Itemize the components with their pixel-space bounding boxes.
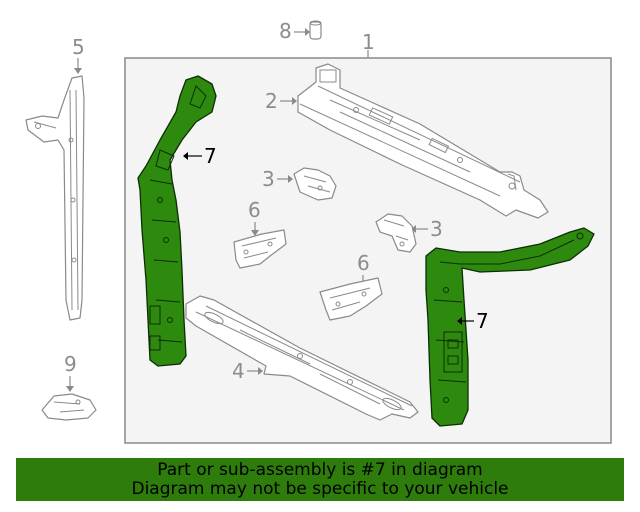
arrowhead	[258, 367, 263, 375]
part-8-clip	[309, 20, 322, 40]
callout-6-left: 6	[248, 198, 261, 222]
arrowhead	[411, 225, 416, 233]
arrowhead	[288, 175, 293, 183]
arrowhead	[66, 386, 74, 392]
arrowhead	[251, 230, 259, 236]
arrowhead	[457, 317, 462, 325]
callout-8: 8	[279, 19, 292, 43]
part-4-lower-support	[185, 295, 419, 421]
callout-2: 2	[265, 89, 278, 113]
notice-line-2: Diagram may not be specific to your vehi…	[131, 478, 509, 499]
part-3-right-bracket	[375, 213, 417, 253]
arrowhead	[183, 152, 188, 160]
callout-6-right: 6	[357, 251, 370, 275]
part-7-left-side-member	[137, 75, 217, 367]
arrowhead	[305, 28, 310, 36]
part-7-right-side-member	[425, 227, 595, 427]
part-3-left-bracket	[293, 167, 337, 201]
part-5-bracket	[25, 75, 85, 321]
part-2-upper-support	[297, 63, 549, 219]
callout-9: 9	[64, 352, 77, 376]
callout-4: 4	[232, 359, 245, 383]
callout-3-left: 3	[262, 167, 275, 191]
callout-5: 5	[72, 35, 85, 59]
callout-3-right: 3	[430, 217, 443, 241]
notice-banner: Part or sub-assembly is #7 in diagram Di…	[16, 458, 624, 501]
callout-1: 1	[362, 30, 375, 54]
part-6-right-bracket	[319, 277, 383, 321]
parts-diagram: 1 8 5 9 2 3	[25, 19, 612, 444]
arrowhead	[74, 68, 82, 74]
part-9-bracket	[41, 393, 97, 421]
notice-line-1: Part or sub-assembly is #7 in diagram	[157, 459, 483, 480]
arrowhead	[292, 97, 297, 105]
callout-7-left: 7	[204, 144, 217, 168]
part-6-left-bracket	[233, 229, 287, 269]
callout-7-right: 7	[476, 309, 489, 333]
